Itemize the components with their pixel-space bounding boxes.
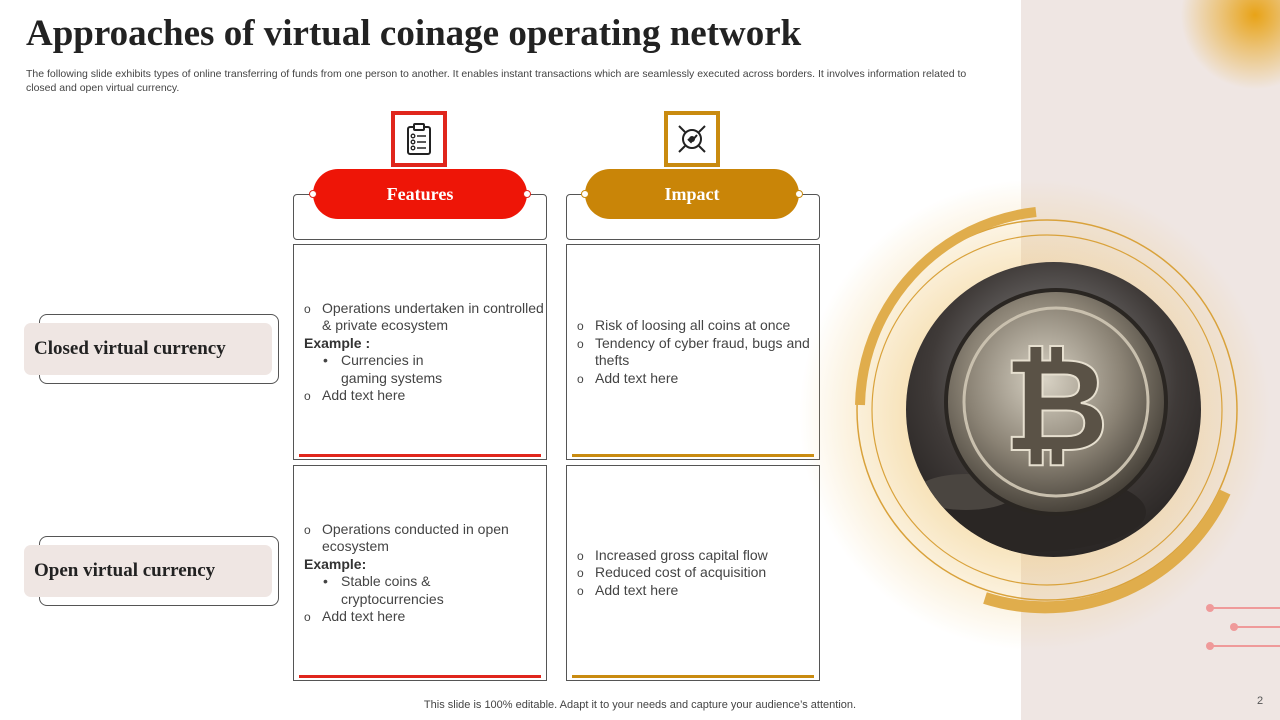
open-features-cell: Operations conducted in open ecosystem E… xyxy=(293,465,547,681)
list-item: Risk of loosing all coins at once xyxy=(577,317,819,335)
bitcoin-icon: ₿ xyxy=(906,262,1201,557)
features-header: Features xyxy=(313,169,527,219)
cell-accent-bar xyxy=(572,454,814,457)
page-number: 2 xyxy=(1257,695,1264,707)
ring-decoration xyxy=(855,207,1238,614)
features-header-left-dot xyxy=(309,190,317,198)
cell-accent-bar xyxy=(572,675,814,678)
bitcoin-photo: ₿ xyxy=(906,262,1201,557)
list-item: Add text here xyxy=(304,387,546,405)
slide-subtitle: The following slide exhibits types of on… xyxy=(26,68,967,94)
line-decoration xyxy=(1206,604,1280,650)
cell-accent-bar xyxy=(299,675,541,678)
target-icon xyxy=(678,125,706,153)
closed-features-cell: Operations undertaken in controlled & pr… xyxy=(293,244,547,460)
impact-icon-box xyxy=(664,111,720,167)
list-item: Operations conducted in open ecosystem xyxy=(304,521,546,556)
slide-title: Approaches of virtual coinage operating … xyxy=(26,13,802,54)
list-item: Tendency of cyber fraud, bugs and thefts xyxy=(577,335,819,370)
list-item: Add text here xyxy=(304,608,546,626)
example-label: Example : xyxy=(304,334,371,351)
impact-header-right-dot xyxy=(795,190,803,198)
slide-footer: This slide is 100% editable. Adapt it to… xyxy=(0,699,1280,711)
list-item: Reduced cost of acquisition xyxy=(577,564,819,582)
list-item: Stable coins & cryptocurrencies xyxy=(304,573,479,608)
impact-header: Impact xyxy=(585,169,799,219)
list-item: Increased gross capital flow xyxy=(577,547,819,565)
closed-features-list: Operations undertaken in controlled & pr… xyxy=(294,300,546,405)
features-icon-box xyxy=(391,111,447,167)
list-item: Operations undertaken in controlled & pr… xyxy=(304,300,546,335)
closed-impact-list: Risk of loosing all coins at once Tenden… xyxy=(567,317,819,387)
open-impact-list: Increased gross capital flow Reduced cos… xyxy=(567,547,819,600)
open-features-list: Operations conducted in open ecosystem E… xyxy=(294,521,546,626)
cell-accent-bar xyxy=(299,454,541,457)
checklist-icon xyxy=(407,123,431,155)
example-label: Example: xyxy=(304,555,367,572)
row-label-closed-virtual-currency: Closed virtual currency xyxy=(24,323,272,375)
list-item: Add text here xyxy=(577,582,819,600)
impact-header-left-dot xyxy=(581,190,589,198)
features-header-right-dot xyxy=(523,190,531,198)
list-item: Currencies in gaming systems xyxy=(304,352,464,387)
open-impact-cell: Increased gross capital flow Reduced cos… xyxy=(566,465,820,681)
row-label-open-virtual-currency: Open virtual currency xyxy=(24,545,272,597)
footer-text: This slide is 100% editable. Adapt it to… xyxy=(423,699,857,711)
closed-impact-cell: Risk of loosing all coins at once Tenden… xyxy=(566,244,820,460)
svg-text:₿: ₿ xyxy=(1003,329,1109,481)
list-item: Add text here xyxy=(577,370,819,388)
